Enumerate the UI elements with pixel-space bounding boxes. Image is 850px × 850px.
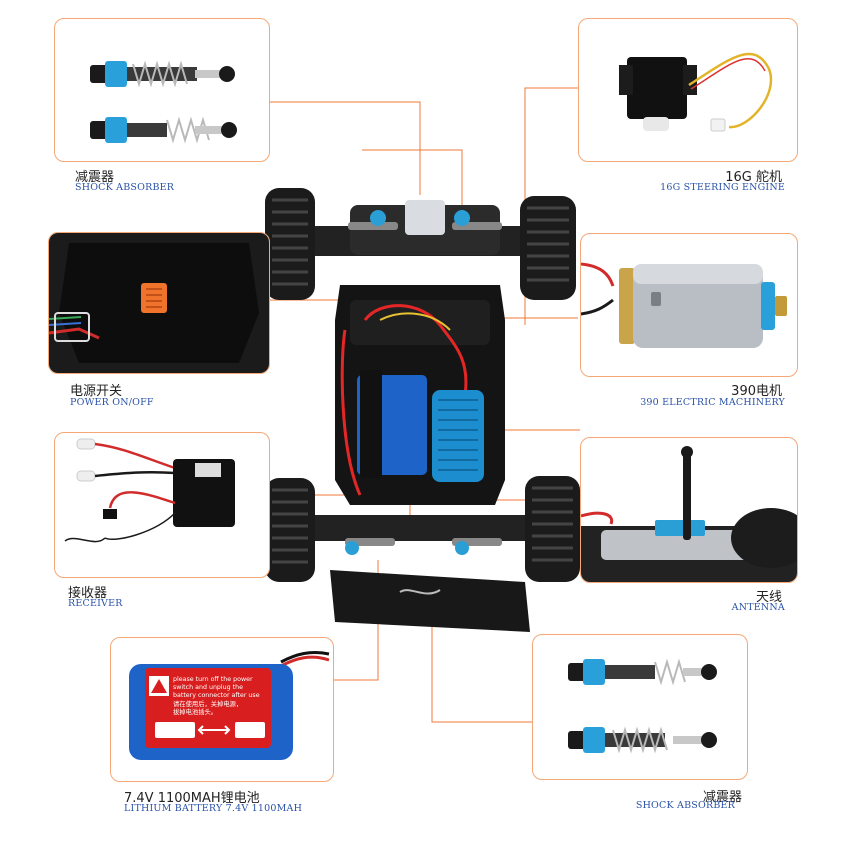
steering-servo-image [619, 52, 773, 132]
sticker-line-2: switch and unplug the [173, 684, 243, 691]
shock-absorber-image [90, 60, 237, 144]
panel-motor [580, 233, 798, 377]
rear-shock-absorbers [345, 538, 502, 555]
servo-block [405, 200, 445, 235]
sticker-line-5: 拔掉电池插头。 [173, 707, 217, 716]
sticker-line-1: please turn off the power [173, 676, 253, 683]
panel-receiver [54, 432, 270, 578]
battery-image: please turn off the power switch and unp… [129, 650, 330, 760]
shock-absorber-top-label-cn: 减震器 [75, 170, 115, 185]
power-switch-label-en: POWER ON/OFF [70, 397, 154, 408]
power-switch-label-cn: 电源开关 [70, 384, 123, 399]
front-left-wheel [265, 188, 315, 300]
power-switch-toggle [141, 283, 167, 313]
motor-label-en: 390 ELECTRIC MACHINERY [640, 397, 785, 408]
steering-engine-label-en: 16G STEERING ENGINE [660, 182, 785, 193]
shock-absorber-bottom-label-en: SHOCK ABSORBER [635, 800, 735, 811]
chassis-motor [432, 390, 484, 482]
power-switch-image [49, 233, 269, 373]
receiver-label-en: RECEIVER [68, 598, 123, 609]
rear-suspension-arm [305, 515, 545, 541]
antenna-label-cn: 天线 [755, 590, 782, 605]
rear-right-wheel [525, 476, 580, 582]
panel-shock-absorber-bottom [532, 634, 748, 780]
panel-antenna [580, 437, 798, 583]
sticker-line-3: battery connector after use [173, 692, 260, 699]
panel-shock-absorber-top [54, 18, 270, 162]
antenna-label-en: ANTENNA [731, 602, 785, 613]
front-right-wheel [520, 196, 576, 300]
shock-absorber-image [568, 658, 717, 754]
battery-label-en: LITHIUM BATTERY 7.4V 1100MAH [124, 803, 303, 814]
antenna-image [581, 446, 797, 582]
panel-steering-engine [578, 18, 798, 162]
shock-absorber-top-label-en: SHOCK ABSORBER [75, 182, 175, 193]
motor-label-cn: 390电机 [731, 384, 782, 399]
front-shock-absorbers [348, 210, 502, 230]
receiver-image [64, 438, 235, 543]
battery-label-cn: 7.4V 1100MAH锂电池 [124, 791, 260, 806]
rear-wing [330, 570, 530, 632]
panel-battery: please turn off the power switch and unp… [110, 637, 334, 782]
sticker-line-4: 请在使用后，关掉电源， [173, 699, 242, 708]
rear-left-wheel [265, 478, 315, 582]
steering-engine-label-cn: 16G 舵机 [725, 170, 782, 185]
motor-image [581, 262, 787, 348]
panel-power-switch [48, 232, 270, 374]
receiver-label-cn: 接收器 [68, 586, 108, 601]
shock-absorber-bottom-label-cn: 减震器 [702, 790, 742, 805]
antenna-rod [683, 450, 691, 540]
